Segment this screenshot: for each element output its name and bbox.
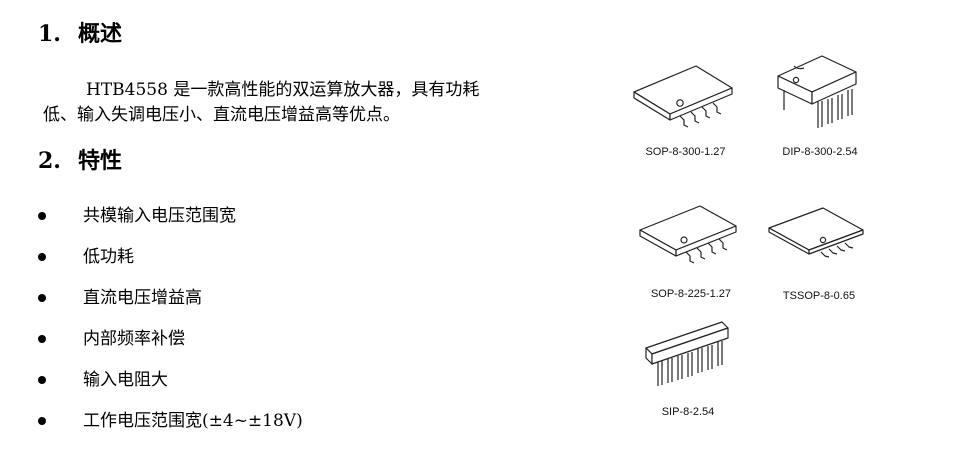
- package-dip-8-300: DIP-8-300-2.54: [770, 52, 866, 158]
- package-sop-8-300: SOP-8-300-1.27: [628, 60, 743, 158]
- section-2-heading: 2. 特性: [38, 147, 122, 175]
- package-sop-8-225: SOP-8-225-1.27: [634, 200, 750, 300]
- sip-package-icon: [645, 321, 729, 386]
- section-title: 概述: [78, 21, 123, 47]
- bullet-icon: [38, 212, 46, 220]
- dip-package-icon: [777, 55, 857, 128]
- package-label: SIP-8-2.54: [661, 406, 715, 418]
- bullet-icon: [38, 294, 46, 302]
- sop-package-icon: [633, 65, 733, 128]
- sop-package-icon: [639, 205, 737, 264]
- tssop-package-icon: [768, 207, 864, 258]
- section-number: 2.: [38, 148, 61, 174]
- bullet-icon: [38, 335, 46, 343]
- bullet-icon: [38, 376, 46, 384]
- package-label: TSSOP-8-0.65: [782, 290, 856, 302]
- package-sip-8: SIP-8-2.54: [642, 318, 734, 418]
- section-title: 特性: [78, 148, 123, 174]
- package-tssop-8: TSSOP-8-0.65: [765, 204, 871, 302]
- package-label: SOP-8-300-1.27: [645, 146, 726, 158]
- bullet-icon: [38, 417, 46, 425]
- overview-line-1: HTB4558 是一款高性能的双运算放大器，具有功耗: [86, 80, 480, 100]
- section-1-heading: 1. 概述: [38, 20, 122, 48]
- overview-line-2: 低、输入失调电压小、直流电压增益高等优点。: [43, 105, 400, 125]
- package-label: SOP-8-225-1.27: [650, 288, 732, 300]
- bullet-icon: [38, 253, 46, 261]
- section-number: 1.: [38, 21, 61, 47]
- package-label: DIP-8-300-2.54: [782, 146, 858, 158]
